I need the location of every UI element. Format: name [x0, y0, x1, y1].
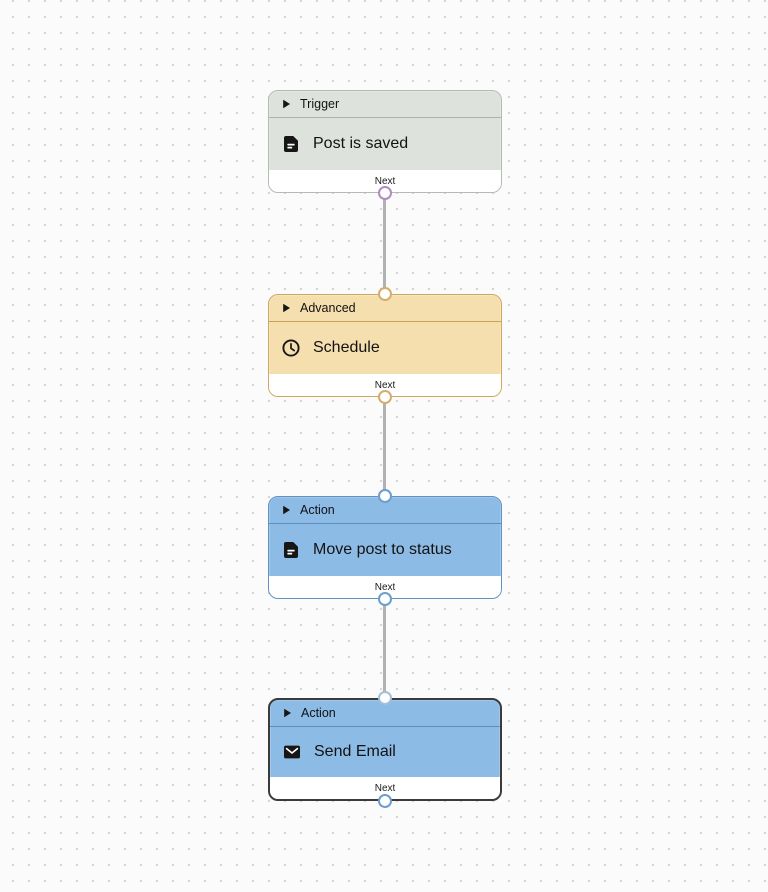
disclosure-triangle-icon[interactable] — [282, 99, 291, 109]
document-icon — [281, 134, 301, 154]
node-advanced-schedule[interactable]: Advanced Schedule Next — [268, 294, 502, 397]
node-footer: Next — [269, 576, 501, 598]
output-port[interactable] — [378, 592, 392, 606]
node-footer: Next — [269, 170, 501, 192]
connection-edge — [383, 397, 386, 496]
document-icon — [281, 540, 301, 560]
node-header[interactable]: Advanced — [269, 295, 501, 322]
node-category-label: Advanced — [300, 301, 356, 315]
connection-edge — [383, 193, 386, 294]
node-body: Move post to status — [269, 524, 501, 576]
output-port[interactable] — [378, 794, 392, 808]
next-port-label: Next — [374, 379, 396, 391]
node-body: Post is saved — [269, 118, 501, 170]
envelope-icon — [282, 742, 302, 762]
node-category-label: Action — [300, 503, 335, 517]
connection-edge — [383, 599, 386, 698]
input-port[interactable] — [378, 691, 392, 705]
node-category-label: Action — [301, 706, 336, 720]
node-label: Schedule — [313, 339, 380, 356]
node-footer: Next — [270, 777, 500, 799]
output-port[interactable] — [378, 186, 392, 200]
input-port[interactable] — [378, 489, 392, 503]
node-body: Schedule — [269, 322, 501, 374]
input-port[interactable] — [378, 287, 392, 301]
node-header[interactable]: Trigger — [269, 91, 501, 118]
next-port-label: Next — [374, 581, 396, 593]
next-port-label: Next — [374, 175, 396, 187]
node-trigger-post-is-saved[interactable]: Trigger Post is saved Next — [268, 90, 502, 193]
node-category-label: Trigger — [300, 97, 340, 111]
node-header[interactable]: Action — [269, 497, 501, 524]
node-label: Send Email — [314, 743, 396, 760]
next-port-label: Next — [374, 782, 396, 794]
node-body: Send Email — [270, 727, 500, 777]
node-label: Move post to status — [313, 541, 452, 558]
disclosure-triangle-icon[interactable] — [282, 505, 291, 515]
disclosure-triangle-icon[interactable] — [282, 303, 291, 313]
node-label: Post is saved — [313, 135, 409, 152]
node-action-move-post-to-status[interactable]: Action Move post to status Next — [268, 496, 502, 599]
node-action-send-email[interactable]: Action Send Email Next — [268, 698, 502, 801]
disclosure-triangle-icon[interactable] — [283, 708, 292, 718]
clock-icon — [281, 338, 301, 358]
node-header[interactable]: Action — [270, 700, 500, 727]
output-port[interactable] — [378, 390, 392, 404]
node-footer: Next — [269, 374, 501, 396]
